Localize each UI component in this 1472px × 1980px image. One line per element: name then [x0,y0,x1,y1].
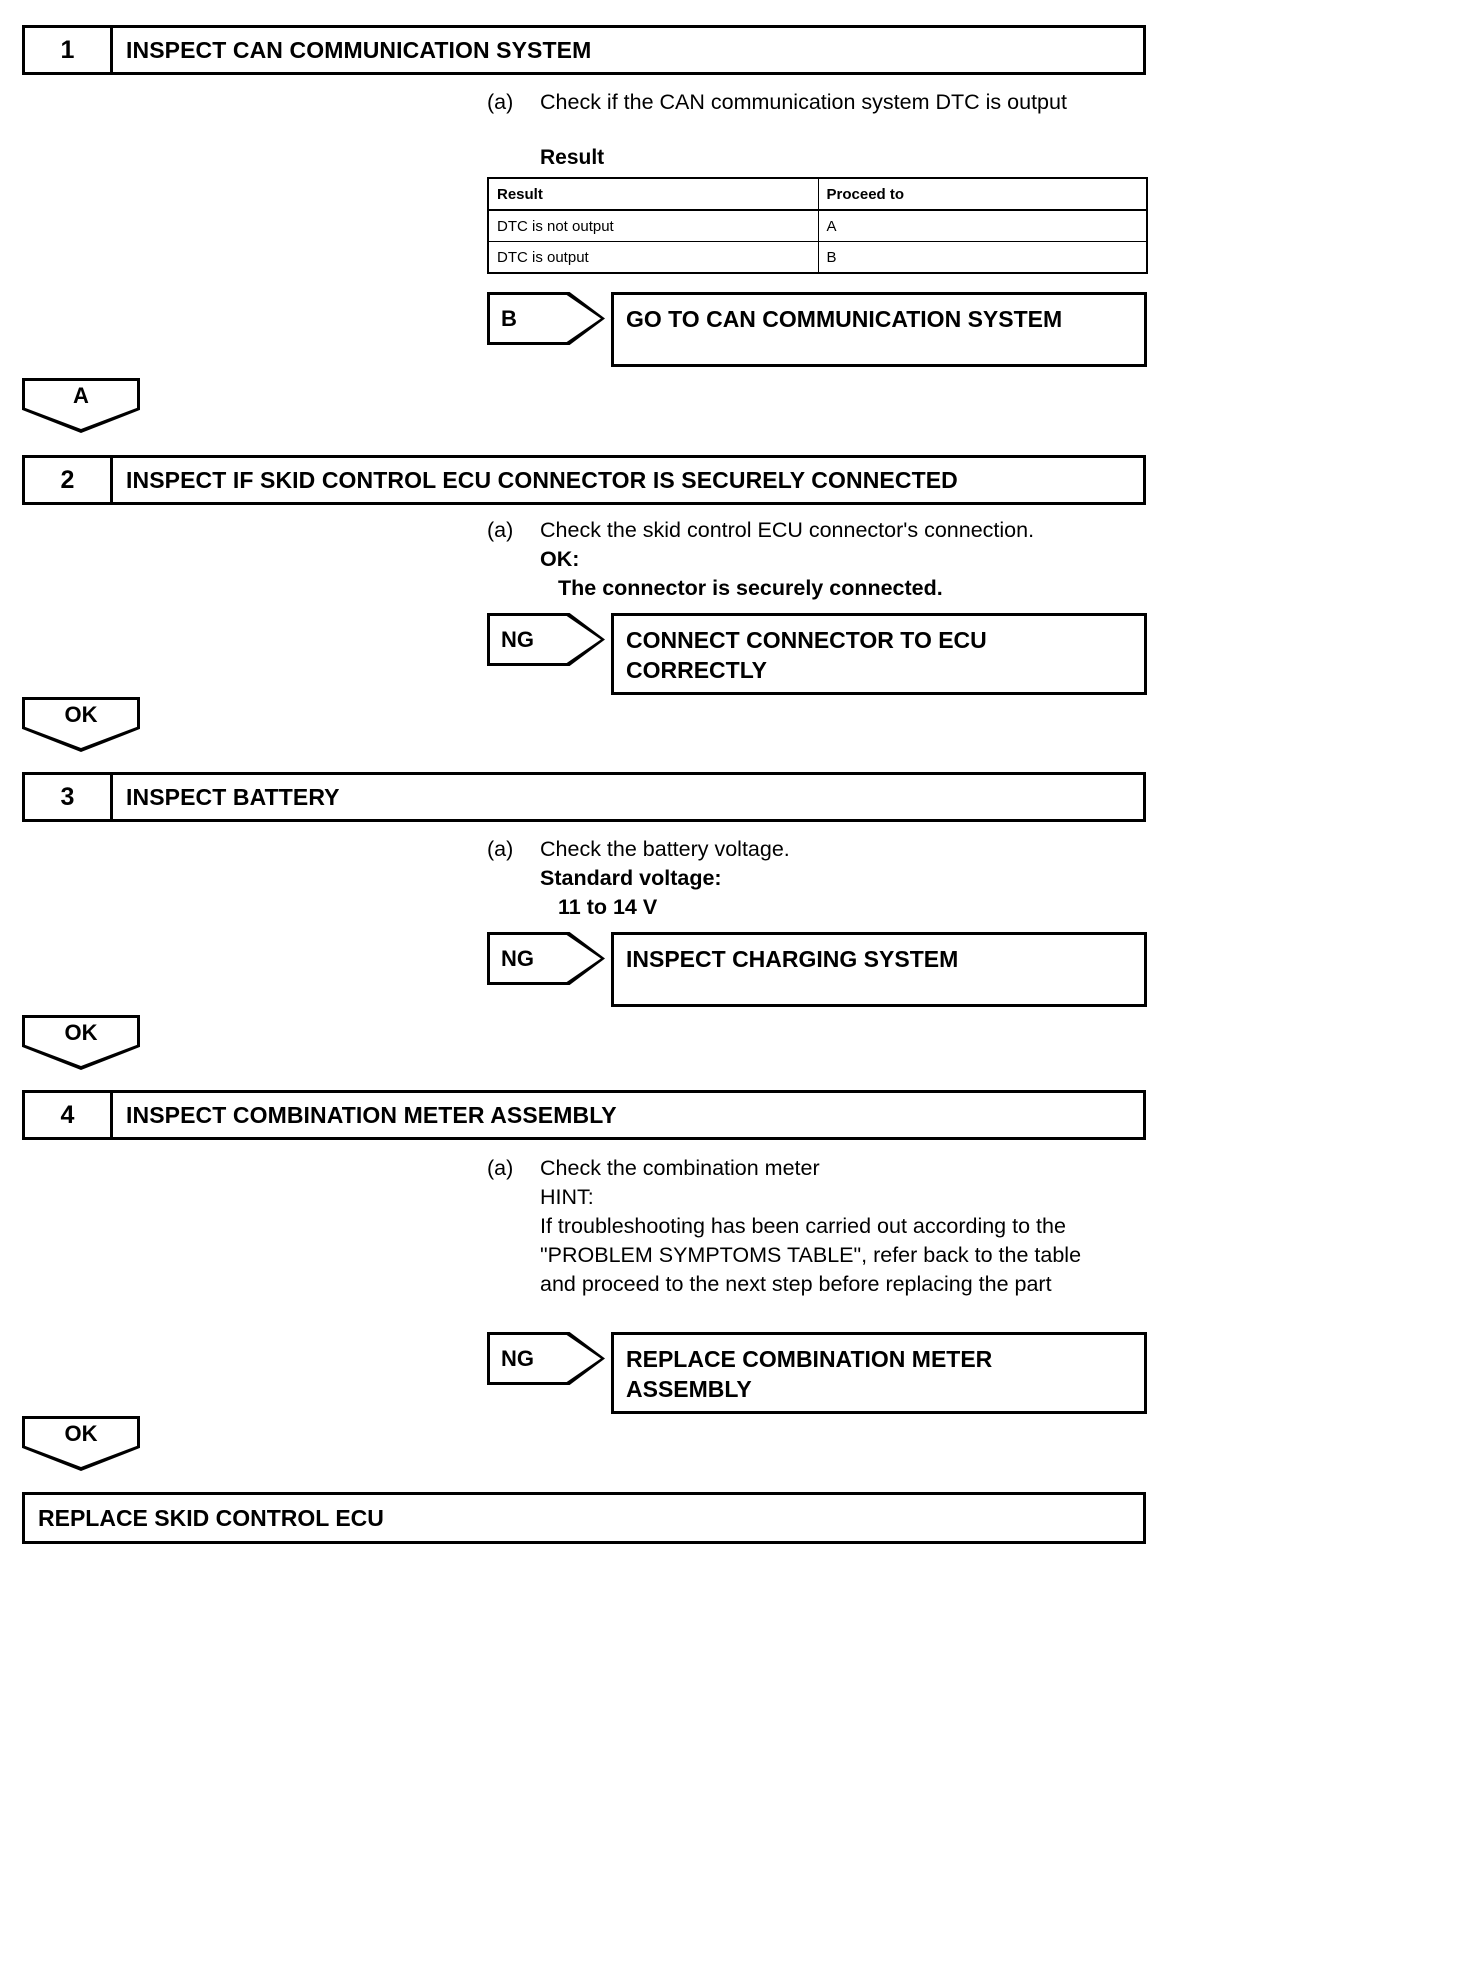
branch-destination-line-2: ASSEMBLY [626,1376,752,1402]
step-header-1[interactable]: 1 INSPECT CAN COMMUNICATION SYSTEM [22,25,1146,75]
hint-label: HINT: [540,1185,594,1209]
branch-destination-line-1: INSPECT CHARGING SYSTEM [626,946,959,972]
connector-ok-4-label: OK [64,1421,98,1446]
branch-destination-replace-meter[interactable]: REPLACE COMBINATION METER ASSEMBLY [611,1332,1147,1414]
step-header-2[interactable]: 2 INSPECT IF SKID CONTROL ECU CONNECTOR … [22,455,1146,505]
branch-destination-inspect-charging[interactable]: INSPECT CHARGING SYSTEM [611,932,1147,1007]
step-title-3: INSPECT BATTERY [126,783,340,810]
table-header-row: Result Proceed to [487,177,1148,211]
step-header-4[interactable]: 4 INSPECT COMBINATION METER ASSEMBLY [22,1090,1146,1140]
step-number-2: 2 [25,458,113,502]
final-action-box[interactable]: REPLACE SKID CONTROL ECU [22,1492,1146,1544]
connector-ok-4: OK [22,1416,140,1471]
branch-destination-connect-connector[interactable]: CONNECT CONNECTOR TO ECU CORRECTLY [611,613,1147,695]
branch-destination-line-2: CORRECTLY [626,657,767,683]
standard-voltage-label: Standard voltage: [540,866,722,890]
branch-tag-ng: NG [487,613,605,666]
branch-3-ng[interactable]: NG INSPECT CHARGING SYSTEM [487,932,1147,1007]
branch-tag-ng-label: NG [501,1345,534,1371]
hint-line-1: If troubleshooting has been carried out … [540,1214,1066,1238]
connector-ok-2-label: OK [64,702,98,727]
hint-line-2: "PROBLEM SYMPTOMS TABLE", refer back to … [540,1243,1082,1267]
result-caption-1: Result [540,146,605,169]
table-row: DTC is output B [487,241,1148,274]
table-header-proceed-to: Proceed to [817,177,1148,211]
step-1-instruction: (a) Check if the CAN communication syste… [487,88,1147,117]
connector-a-label: A [73,383,89,408]
item-text-2a-line-1: Check the skid control ECU connector's c… [540,518,1035,542]
branch-destination-can-system[interactable]: GO TO CAN COMMUNICATION SYSTEM [611,292,1147,367]
step-2-instruction: (a) Check the skid control ECU connector… [487,516,1147,603]
branch-tag-ng: NG [487,1332,605,1385]
connector-ok-2: OK [22,697,140,752]
branch-destination-line-1: CONNECT CONNECTOR TO ECU [626,627,987,653]
branch-4-ng[interactable]: NG REPLACE COMBINATION METER ASSEMBLY [487,1332,1147,1414]
hint-line-3: and proceed to the next step before repl… [540,1272,1052,1296]
connector-a: A [22,378,140,433]
table-cell-result: DTC is output [487,241,819,274]
step-3-instruction: (a) Check the battery voltage. Standard … [487,835,1147,922]
branch-tag-ng-label: NG [501,945,534,971]
step-title-4: INSPECT COMBINATION METER ASSEMBLY [126,1101,617,1128]
ok-label-2: OK: [540,547,580,571]
table-header-result: Result [487,177,819,211]
item-label-1a: (a) [487,90,514,114]
item-text-1a-line-1: Check if the CAN communication system DT… [540,90,1067,114]
item-label-2a: (a) [487,518,514,542]
branch-tag-b-label: B [501,305,517,331]
item-label-3a: (a) [487,837,514,861]
table-cell-proceed: B [817,241,1148,274]
result-table-1: Result Proceed to DTC is not output A DT… [487,177,1148,274]
branch-1-b[interactable]: B GO TO CAN COMMUNICATION SYSTEM [487,292,1147,367]
item-text-4a-line-1: Check the combination meter [540,1156,820,1180]
step-title-2: INSPECT IF SKID CONTROL ECU CONNECTOR IS… [126,466,958,493]
branch-destination-line-1: GO TO CAN COMMUNICATION SYSTEM [626,306,1063,332]
connector-ok-3: OK [22,1015,140,1070]
ok-value-2: The connector is securely connected. [558,576,943,600]
branch-tag-ng-label: NG [501,626,534,652]
item-label-4a: (a) [487,1156,514,1180]
standard-voltage-value: 11 to 14 V [558,895,658,919]
step-4-instruction: (a) Check the combination meter HINT: If… [487,1154,1147,1299]
branch-2-ng[interactable]: NG CONNECT CONNECTOR TO ECU CORRECTLY [487,613,1147,695]
branch-tag-b: B [487,292,605,345]
step-number-1: 1 [25,28,113,72]
step-header-3[interactable]: 3 INSPECT BATTERY [22,772,1146,822]
step-title-1: INSPECT CAN COMMUNICATION SYSTEM [126,36,592,63]
table-cell-proceed: A [817,209,1148,242]
branch-tag-ng: NG [487,932,605,985]
step-number-3: 3 [25,775,113,819]
connector-ok-3-label: OK [64,1020,98,1045]
table-row: DTC is not output A [487,209,1148,242]
branch-destination-line-1: REPLACE COMBINATION METER [626,1346,993,1372]
item-text-3a-line-1: Check the battery voltage. [540,837,790,861]
step-number-4: 4 [25,1093,113,1137]
final-action-label: REPLACE SKID CONTROL ECU [38,1504,384,1531]
table-cell-result: DTC is not output [487,209,819,242]
